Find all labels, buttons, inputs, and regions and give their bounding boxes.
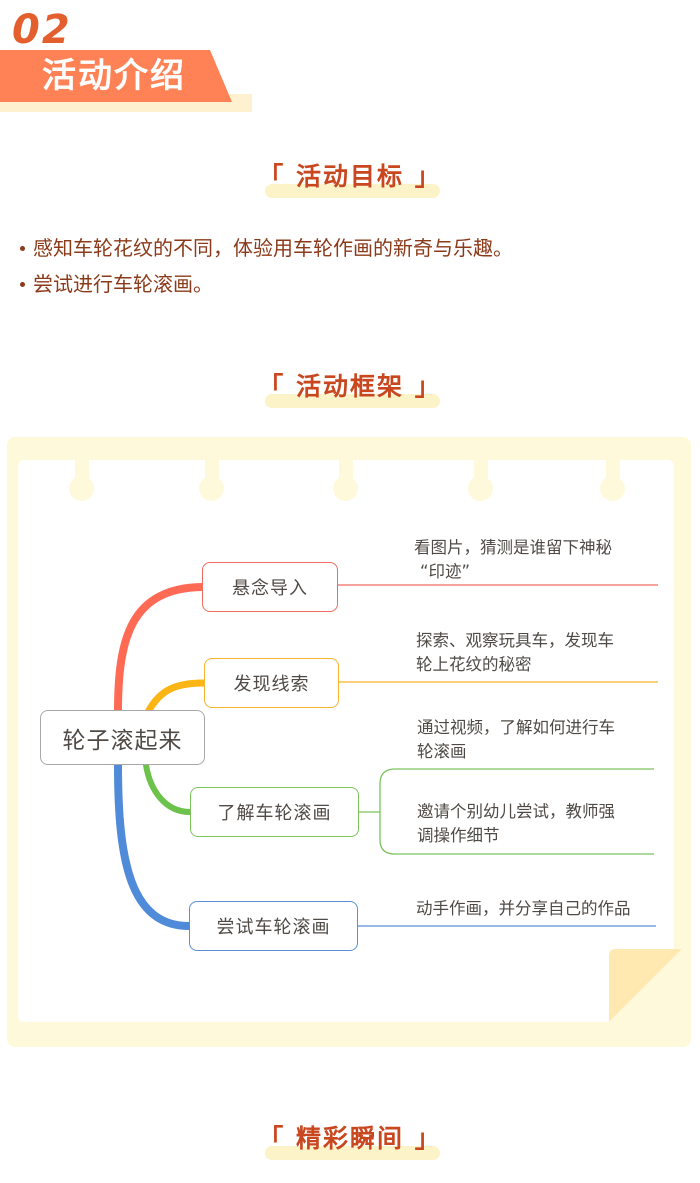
binder-ring-icon	[600, 476, 625, 501]
heading-highlight	[265, 394, 440, 408]
mindmap-node-suspense-intro: 悬念导入	[202, 562, 338, 612]
leaf-line: 看图片，猜测是谁留下神秘	[414, 538, 612, 557]
goals-heading: 「 活动目标 」	[0, 160, 700, 198]
binder-ring-stem	[205, 460, 219, 480]
binder-ring-stem	[606, 460, 620, 480]
mindmap-leaf-text: 动手作画，并分享自己的作品	[416, 897, 631, 921]
leaf-line: 探索、观察玩具车，发现车	[416, 631, 614, 650]
leaf-line: 轮上花纹的秘密	[416, 655, 532, 674]
binder-ring-icon	[333, 476, 358, 501]
bullet-icon	[20, 281, 25, 287]
leaf-line: “印迹”	[420, 562, 471, 581]
goals-heading-text: 「 活动目标 」	[258, 162, 442, 191]
highlights-heading-text: 「 精彩瞬间 」	[258, 1124, 442, 1153]
heading-highlight	[265, 184, 440, 198]
mindmap-leaf-text: 邀请个别幼儿尝试，教师强 调操作细节	[417, 800, 615, 848]
leaf-line: 邀请个别幼儿尝试，教师强	[417, 802, 615, 821]
goal-text: 尝试进行车轮滚画。	[33, 272, 213, 296]
leaf-line: 轮滚画	[417, 742, 467, 761]
mindmap-leaf-text: 看图片，猜测是谁留下神秘 “印迹”	[414, 536, 612, 584]
leaf-line: 通过视频，了解如何进行车	[417, 718, 615, 737]
heading-highlight	[265, 1146, 440, 1160]
section-banner	[0, 50, 232, 102]
mindmap-root-node: 轮子滚起来	[40, 710, 205, 765]
goal-item: 感知车轮花纹的不同，体验用车轮作画的新奇与乐趣。	[18, 230, 513, 266]
leaf-line: 动手作画，并分享自己的作品	[416, 899, 631, 918]
framework-heading: 「 活动框架 」	[0, 370, 700, 408]
mindmap-node-discover-clues: 发现线索	[204, 658, 339, 708]
leaf-line: 调操作细节	[417, 826, 500, 845]
bullet-icon	[20, 245, 25, 251]
goals-list: 感知车轮花纹的不同，体验用车轮作画的新奇与乐趣。 尝试进行车轮滚画。	[18, 230, 513, 302]
highlights-heading: 「 精彩瞬间 」	[0, 1122, 700, 1160]
binder-ring-stem	[75, 460, 89, 480]
page-curl-icon	[609, 949, 682, 1022]
binder-ring-stem	[339, 460, 353, 480]
mindmap-leaf-text: 探索、观察玩具车，发现车 轮上花纹的秘密	[416, 629, 614, 677]
mindmap-leaf-text: 通过视频，了解如何进行车 轮滚画	[417, 716, 615, 764]
goal-item: 尝试进行车轮滚画。	[18, 266, 513, 302]
goal-text: 感知车轮花纹的不同，体验用车轮作画的新奇与乐趣。	[33, 236, 513, 260]
binder-ring-stem	[474, 460, 488, 480]
section-number: 02	[12, 7, 72, 53]
framework-heading-text: 「 活动框架 」	[258, 372, 442, 401]
mindmap-node-learn-wheel-painting: 了解车轮滚画	[190, 787, 359, 837]
binder-ring-icon	[468, 476, 493, 501]
binder-ring-icon	[199, 476, 224, 501]
section-title: 活动介绍	[42, 56, 186, 96]
mindmap-node-try-wheel-painting: 尝试车轮滚画	[189, 901, 358, 951]
binder-ring-icon	[69, 476, 94, 501]
